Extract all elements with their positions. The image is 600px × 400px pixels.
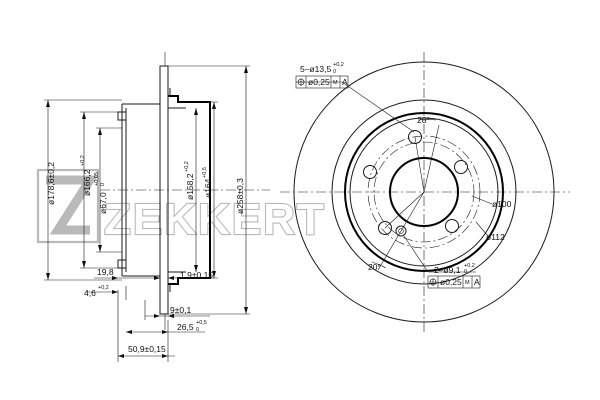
tol-top-value: ø0,25 bbox=[308, 77, 330, 87]
tolerance-frame-top: ø0,25 M A bbox=[295, 75, 349, 89]
locating-hole bbox=[395, 225, 407, 237]
dim-h-1-9: 1,9±0,15 bbox=[180, 270, 213, 280]
horizontal-dimensions bbox=[86, 276, 210, 362]
bolt-hole-1 bbox=[408, 130, 422, 144]
hat-outline bbox=[168, 95, 211, 285]
hat-flange bbox=[121, 103, 160, 277]
locating-hole-inner bbox=[398, 228, 404, 234]
holes-bottom-tol: +0,2 bbox=[464, 263, 475, 269]
holes-top-leader bbox=[296, 81, 415, 133]
dim-h-4-6-tol: +0,2 bbox=[98, 285, 109, 291]
front-view: 20° 20° ø100 ø112 5–ø13,5 +0,2 0 ø0,25 M… bbox=[280, 52, 570, 332]
bolt-hole-3 bbox=[445, 219, 459, 233]
tol-top-datum: A bbox=[342, 77, 348, 87]
hat-inner-lines bbox=[168, 107, 186, 273]
pcd-112-leader bbox=[475, 221, 489, 237]
hub-step-top bbox=[117, 111, 127, 121]
dim-h-26-5-tol-up: +0,5 bbox=[196, 320, 207, 326]
bolt-hole-5 bbox=[363, 165, 377, 179]
angle-top-lines bbox=[414, 119, 440, 193]
holes-top-label: 5–ø13,5 bbox=[300, 64, 331, 74]
vertical-dimensions bbox=[44, 65, 250, 315]
hub-step-bottom bbox=[117, 259, 127, 269]
bolt-holes bbox=[363, 130, 468, 237]
tol-bottom-value: ø0,25 bbox=[440, 277, 462, 287]
angle-bottom-label: 20° bbox=[368, 262, 381, 272]
holes-bottom-tol-low: 0 bbox=[464, 269, 467, 275]
dim-d-hat2-tol: +0,5 bbox=[202, 167, 208, 178]
dim-h-19-8: 19,8 bbox=[97, 267, 114, 277]
dim-d-bore-tol-up: +0,05 bbox=[94, 172, 100, 186]
tol-top-m: M bbox=[333, 80, 338, 86]
holes-bottom-leader bbox=[403, 235, 476, 273]
logo-z-mark bbox=[46, 175, 99, 235]
dim-d-outer: ø178,6±0,2 bbox=[46, 162, 56, 205]
angle-top-label: 20° bbox=[417, 115, 430, 125]
dim-h-9: 9±0,1 bbox=[170, 305, 191, 315]
dim-d-hat2: ø164 bbox=[203, 178, 213, 198]
angle-bottom-lines bbox=[371, 191, 425, 271]
friction-ring bbox=[159, 65, 169, 315]
dim-h-26-5: 26,5 bbox=[177, 322, 194, 332]
pcd-100-label: ø100 bbox=[492, 199, 512, 209]
holes-top-tol-low: 0 bbox=[333, 69, 336, 75]
dim-d-bore-tol-low: 0 bbox=[100, 183, 106, 186]
pcd-112-label: ø112 bbox=[486, 232, 505, 242]
side-section-view: ø178,6±0,2 ø166,2 +0,2 ø67,0 +0,05 0 ø15… bbox=[44, 52, 270, 362]
dim-d-hat1: ø158,2 bbox=[185, 173, 195, 200]
pcd-100-leader bbox=[471, 195, 493, 205]
tol-bottom-datum: A bbox=[474, 277, 480, 287]
tolerance-frame-bottom: ø0,25 M A bbox=[427, 275, 481, 289]
bolt-hole-2 bbox=[454, 160, 468, 174]
dim-d-mid-tol: +0,2 bbox=[80, 155, 86, 166]
logo-text: ZEKKERT bbox=[104, 195, 326, 244]
dim-h-26-5-tol-low: 0 bbox=[196, 327, 199, 333]
dim-d-bore: ø67,0 bbox=[98, 192, 108, 214]
holes-bottom-label: 2–ø9,1 bbox=[434, 265, 461, 275]
tol-bottom-m: M bbox=[465, 280, 470, 286]
dim-d-mid: ø166,2 bbox=[82, 169, 92, 196]
holes-top-tol: +0,2 bbox=[333, 62, 344, 68]
dim-d-hat1-tol: +0,2 bbox=[184, 161, 190, 172]
dim-h-4-6: 4,6 bbox=[84, 288, 96, 298]
dim-d-disc: ø258±0,3 bbox=[235, 178, 245, 214]
dim-h-50-9: 50,9±0,15 bbox=[128, 344, 166, 354]
bolt-hole-4 bbox=[378, 221, 392, 235]
